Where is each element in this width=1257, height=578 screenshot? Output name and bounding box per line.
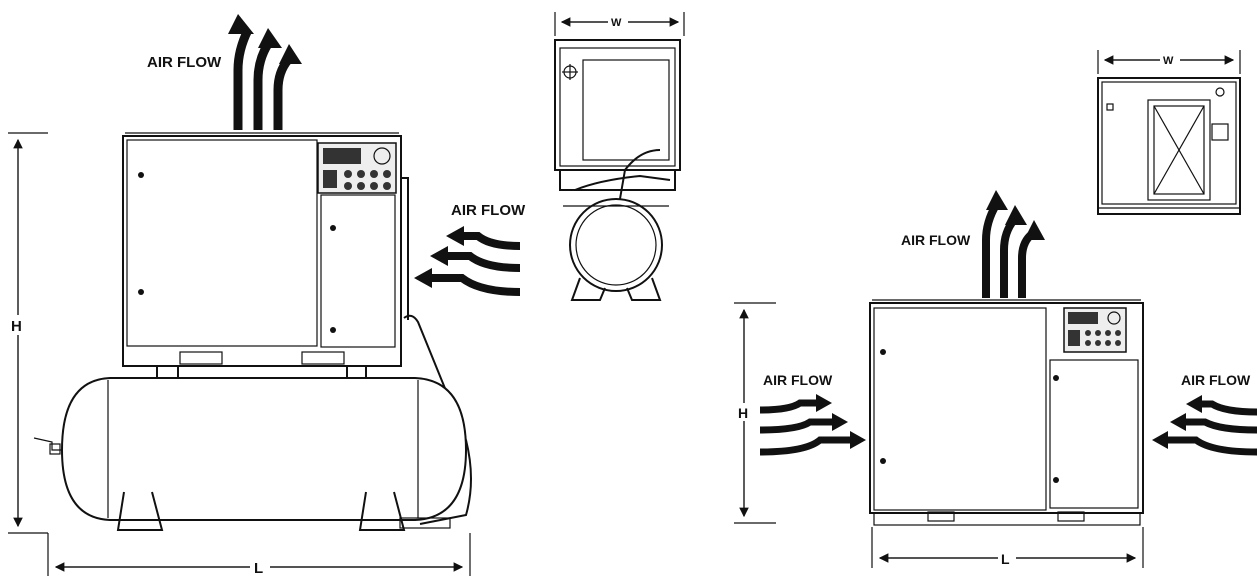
base-unit-control-panel: [1063, 307, 1127, 353]
tank-unit-top-airflow-label: AIR FLOW: [147, 54, 222, 71]
base-unit-height-label: H: [738, 405, 748, 421]
tank-unit-side-view: [554, 39, 681, 301]
tank-unit-top-airflow-arrows: [228, 14, 302, 130]
tank-unit-side-airflow-label: AIR FLOW: [451, 202, 526, 219]
tank-unit-side-airflow-arrows: [414, 226, 521, 296]
tank-unit-length-label: L: [254, 560, 263, 577]
tank-mounted-unit: [33, 132, 472, 531]
base-unit-left-airflow-arrows: [759, 394, 866, 456]
tank-unit-control-panel: [317, 142, 397, 194]
tank-unit-height-label: H: [11, 318, 22, 335]
base-unit-left-airflow-label: AIR FLOW: [763, 372, 833, 388]
base-unit-right-airflow-label: AIR FLOW: [1181, 372, 1251, 388]
base-unit-top-airflow-label: AIR FLOW: [901, 232, 971, 248]
base-unit-width-label: W: [1163, 55, 1174, 67]
tank-unit-width-label: W: [611, 17, 622, 29]
air-receiver-tank: [60, 377, 468, 521]
base-mounted-unit: [869, 299, 1144, 526]
tank-end-circle: [569, 198, 663, 292]
base-unit-side-view: [1097, 77, 1241, 215]
base-unit-top-airflow-arrows: [982, 190, 1045, 298]
base-unit-length-label: L: [1001, 551, 1010, 567]
base-unit-right-airflow-arrows: [1152, 395, 1257, 456]
